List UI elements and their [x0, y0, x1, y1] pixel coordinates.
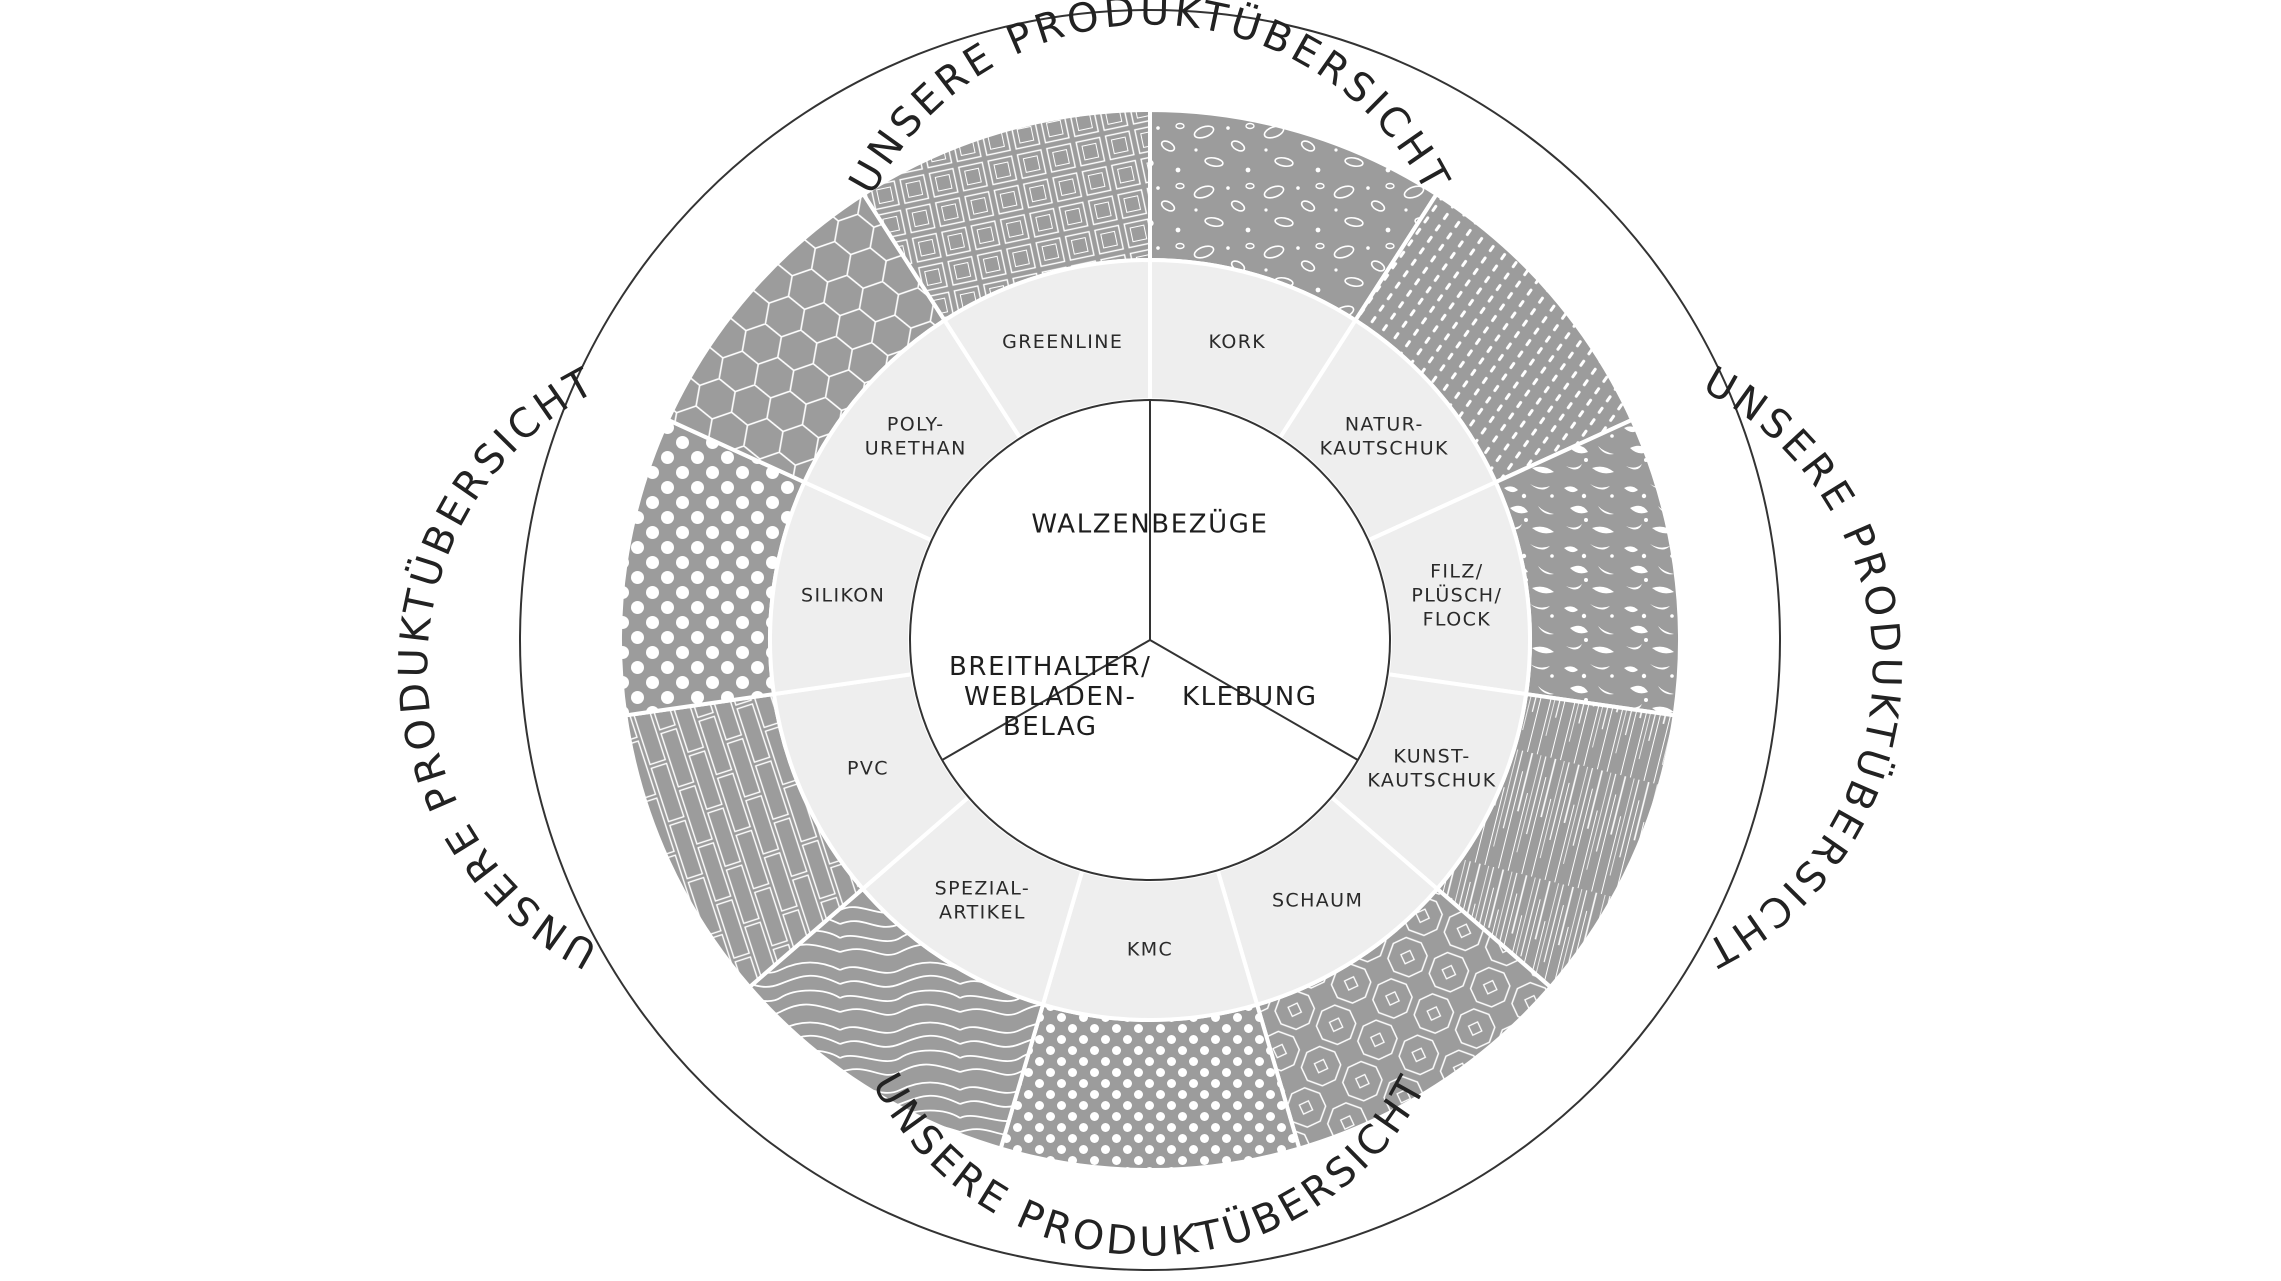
core-category[interactable]: WALZENBEZÜGE [1031, 507, 1268, 539]
outer-pattern-ring [618, 107, 1683, 1172]
product-segment-label: SILIKON [801, 584, 885, 606]
core-category[interactable]: BREITHALTER/WEBLADEN-BELAG [949, 652, 1151, 742]
core-category[interactable]: KLEBUNG [1182, 682, 1318, 712]
product-segment-label: PLÜSCH/ [1411, 583, 1502, 606]
core-category-label: BREITHALTER/ [949, 652, 1151, 682]
product-segment-label: PVC [847, 757, 889, 779]
product-segment-label: NATUR- [1345, 413, 1424, 435]
core-category-circle: WALZENBEZÜGE KLEBUNG BREITHALTER/WEBLADEN-… [909, 399, 1391, 881]
core-category-label: BELAG [1003, 712, 1098, 742]
product-segment-label: SPEZIAL- [935, 877, 1030, 899]
ring-title-label: UNSERE PRODUKTÜBERSICHT [1696, 358, 1909, 977]
core-category-label: WEBLADEN- [964, 682, 1137, 712]
ring-title-label: UNSERE PRODUKTÜBERSICHT [391, 358, 604, 977]
core-category-label: KLEBUNG [1182, 682, 1318, 712]
product-segment[interactable]: FILZ/PLÜSCH/FLOCK [1365, 479, 1532, 697]
product-segment-label: URETHAN [865, 437, 967, 459]
outer-border-circle [519, 9, 1781, 1271]
product-segment-label: KMC [1127, 939, 1173, 961]
product-segment-label: KORK [1209, 331, 1267, 353]
core-category-label: WALZENBEZÜGE [1031, 507, 1268, 539]
product-segment-label: KAUTSCHUK [1367, 769, 1496, 791]
core-divider-line [1149, 639, 1359, 761]
product-segment-label: ARTIKEL [939, 901, 1026, 923]
product-segment-label: FILZ/ [1430, 560, 1484, 582]
product-segment[interactable]: SCHAUM [1215, 794, 1441, 1008]
product-segment-label: POLY- [887, 413, 945, 435]
product-segment-label: FLOCK [1423, 608, 1492, 630]
product-segment-label: SCHAUM [1272, 889, 1363, 911]
product-segment-label: GREENLINE [1002, 331, 1123, 353]
product-segment-label: KUNST- [1393, 745, 1470, 767]
product-segment-ring: KORKNATUR-KAUTSCHUKFILZ/PLÜSCH/FLOCKKUNS… [768, 257, 1532, 1023]
product-segment-label: KAUTSCHUK [1320, 437, 1449, 459]
pattern-tile-5 [998, 1002, 1302, 1172]
core-divider-line [941, 639, 1151, 761]
